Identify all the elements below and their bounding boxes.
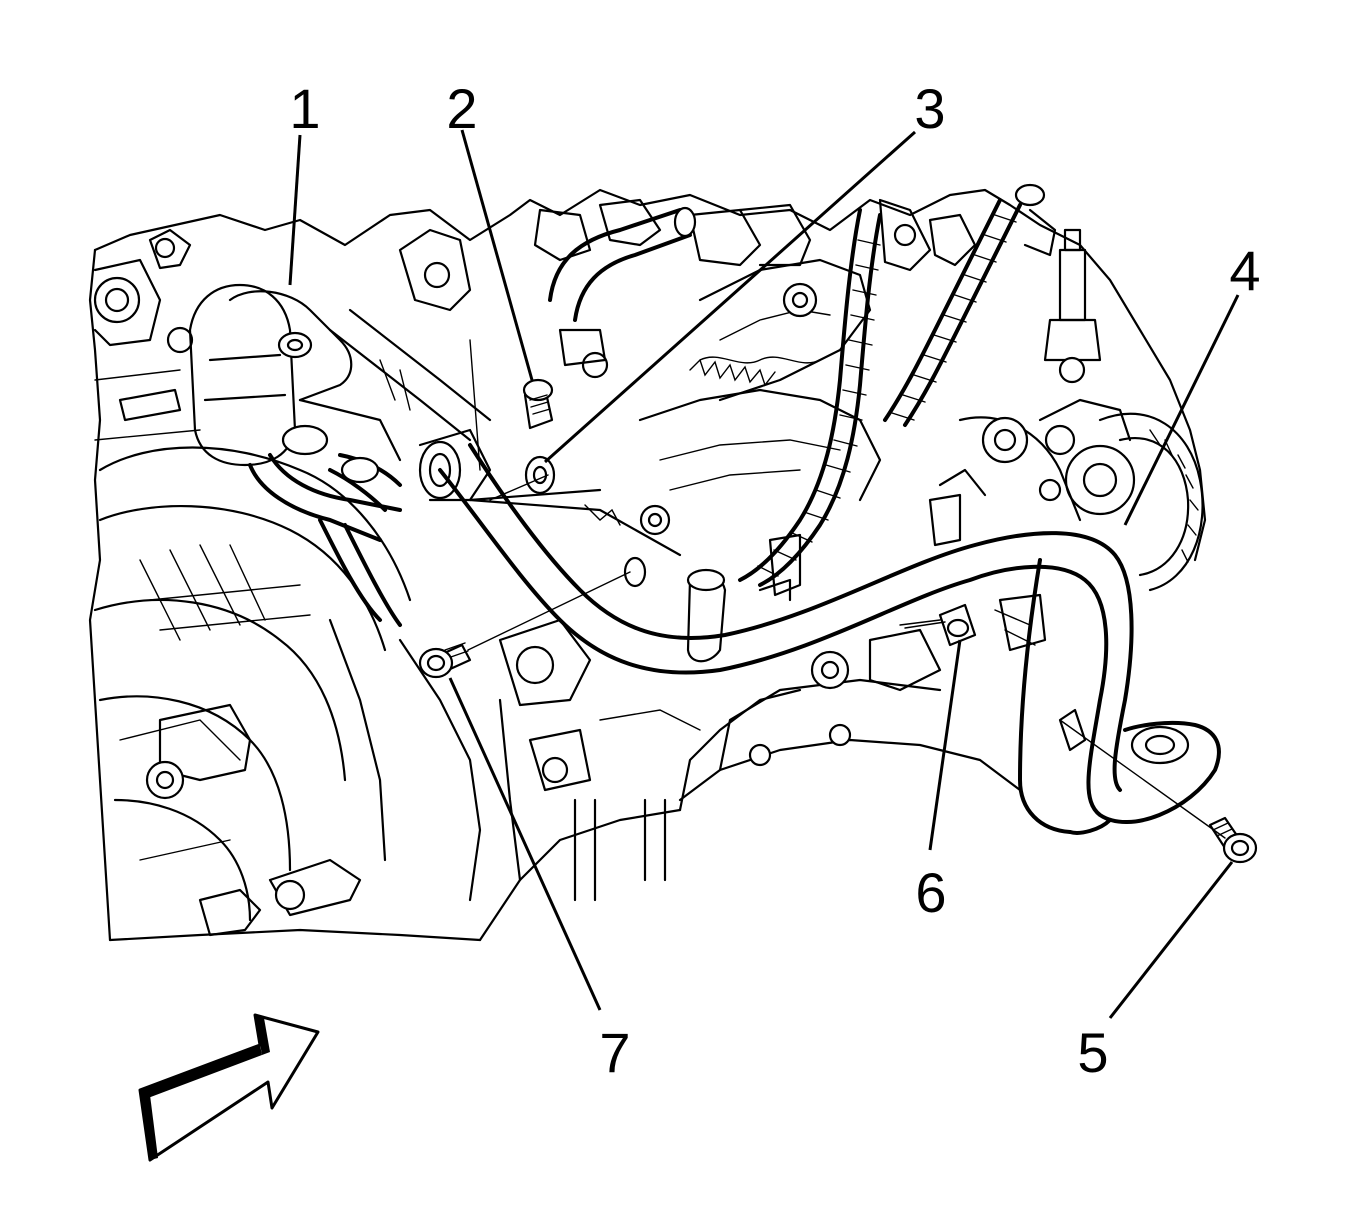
bolt-item-7: [418, 556, 647, 679]
callout-4: 4: [1229, 239, 1260, 302]
callout-2: 2: [446, 77, 477, 140]
callout-7: 7: [599, 1021, 630, 1084]
bolt-item-2: [522, 378, 554, 430]
installation-guide-lines: [467, 474, 1226, 839]
bolt-item-5: [1208, 816, 1258, 864]
callout-labels: 1 2 3 4 5 6 7: [289, 77, 1260, 1084]
clip-item-6: [899, 603, 977, 647]
callout-6: 6: [915, 861, 946, 924]
seal-item-3: [468, 455, 682, 557]
callout-5: 5: [1077, 1021, 1108, 1084]
view-direction-arrow-icon: [138, 1013, 320, 1162]
engine-block-artwork: [88, 183, 1207, 942]
callout-3: 3: [914, 77, 945, 140]
callout-leaders: [288, 129, 1240, 1019]
tube-assembly-item-4: [438, 443, 1221, 835]
callout-1: 1: [289, 77, 320, 140]
